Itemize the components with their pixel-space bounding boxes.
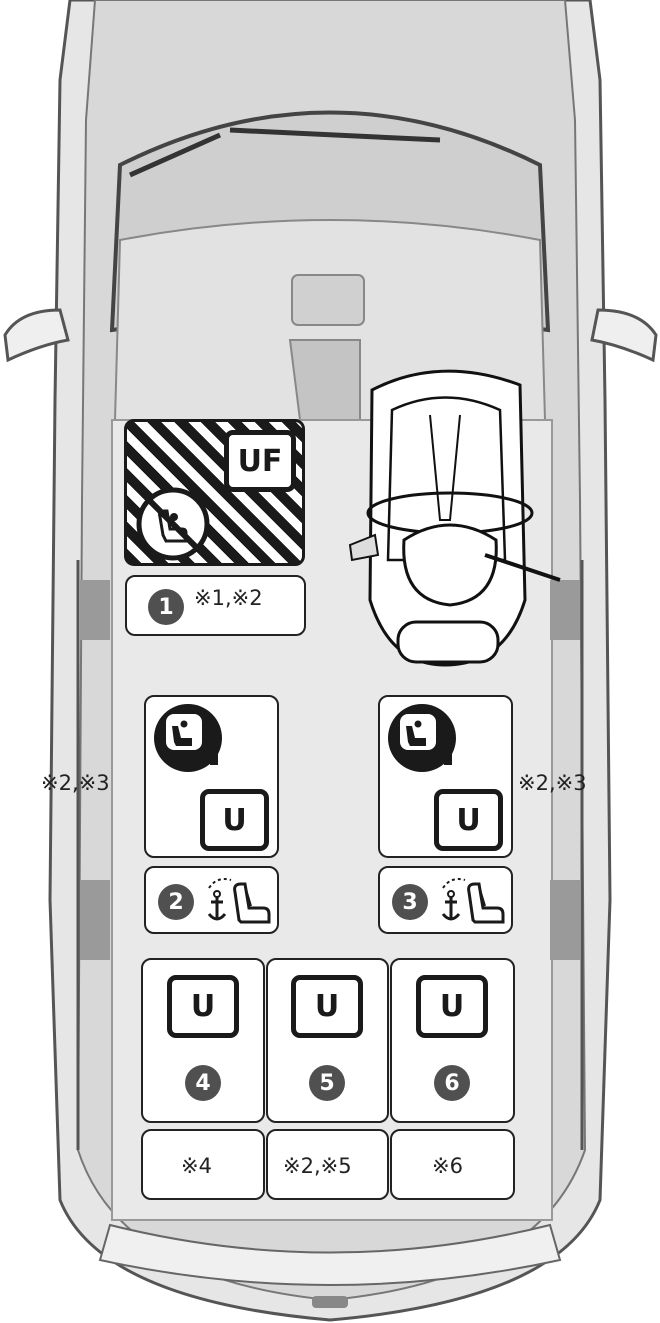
u-badge-row3-5: U bbox=[291, 975, 363, 1038]
anchor-icon bbox=[441, 878, 505, 924]
seat-number-1: 1 bbox=[148, 589, 184, 625]
u-badge-row3-6: U bbox=[416, 975, 488, 1038]
row3-note-box-4 bbox=[141, 1129, 265, 1200]
seat-number-4: 4 bbox=[185, 1065, 221, 1101]
row3-note-5: ※2,※5 bbox=[283, 1154, 352, 1178]
row3-note-6: ※6 bbox=[432, 1154, 463, 1178]
u-badge-row2-right: U bbox=[434, 789, 503, 851]
u-badge-row2-left: U bbox=[200, 789, 269, 851]
seat-number-3: 3 bbox=[392, 884, 428, 920]
u-badge-row3-4: U bbox=[167, 975, 239, 1038]
uf-badge: UF bbox=[224, 430, 296, 492]
front-passenger-note: ※1,※2 bbox=[194, 586, 263, 610]
no-child-seat-icon bbox=[136, 487, 210, 561]
row3-note-box-6 bbox=[390, 1129, 515, 1200]
child-seat-info-icon bbox=[388, 704, 456, 772]
seat-number-5: 5 bbox=[309, 1065, 345, 1101]
anchor-icon bbox=[207, 878, 271, 924]
row3-note-4: ※4 bbox=[181, 1154, 212, 1178]
row2-left-side-note: ※2,※3 bbox=[41, 771, 110, 795]
seat-number-6: 6 bbox=[434, 1065, 470, 1101]
row2-right-side-note: ※2,※3 bbox=[518, 771, 587, 795]
seat-number-2: 2 bbox=[158, 884, 194, 920]
child-seat-info-icon bbox=[154, 704, 222, 772]
row3-note-box-5 bbox=[266, 1129, 389, 1200]
